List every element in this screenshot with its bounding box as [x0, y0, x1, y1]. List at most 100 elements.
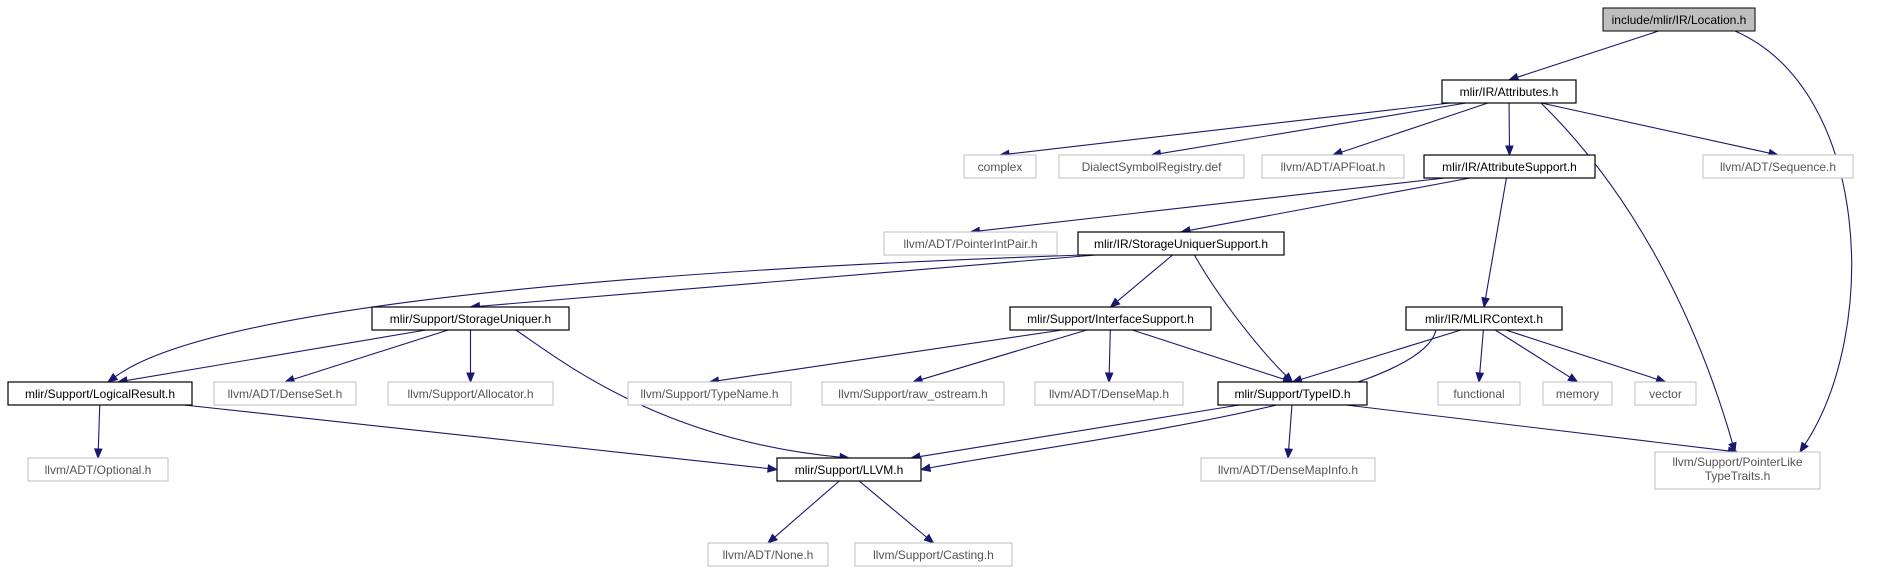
- node-attributes[interactable]: mlir/IR/Attributes.h: [1441, 79, 1577, 104]
- node-label: llvm/ADT/DenseSet.h: [228, 387, 343, 401]
- edge-arrowhead: [1475, 372, 1485, 384]
- node-box: [776, 457, 922, 482]
- node-label: include/mlir/IR/Location.h: [1612, 13, 1747, 27]
- edge-attributes-to-attrsupport: [1505, 102, 1514, 157]
- node-typename: llvm/Support/TypeName.h: [627, 381, 792, 406]
- node-box: [371, 306, 570, 331]
- edge-arrowhead: [1284, 448, 1294, 460]
- edge-line: [126, 329, 427, 382]
- node-densemapinfo: llvm/ADT/DenseMapInfo.h: [1200, 457, 1376, 482]
- node-label: mlir/Support/LogicalResult.h: [25, 387, 175, 401]
- edge-line: [1300, 329, 1462, 380]
- node-storageuniquer[interactable]: mlir/Support/StorageUniquer.h: [371, 306, 570, 331]
- edge-arrowhead: [1481, 296, 1490, 309]
- edge-mlircontext-to-vector: [1505, 329, 1667, 384]
- edge-line: [1734, 30, 1853, 445]
- node-box: [1405, 306, 1563, 331]
- edge-line: [929, 329, 1437, 469]
- edge-attributes-to-dialectsym: [1150, 102, 1467, 158]
- edge-location-to-pointerlike: [1734, 30, 1853, 454]
- edge-attributes-to-complex: [998, 102, 1451, 159]
- edge-llvm-to-casting: [858, 480, 935, 544]
- edge-line: [1517, 30, 1659, 78]
- node-sequence: llvm/ADT/Sequence.h: [1702, 154, 1854, 179]
- node-box: [627, 381, 792, 406]
- edge-storageuniquer-to-allocator: [466, 330, 475, 384]
- node-box: [1423, 154, 1596, 179]
- node-label: mlir/IR/StorageUniquerSupport.h: [1094, 237, 1268, 251]
- node-label: llvm/ADT/PointerIntPair.h: [903, 237, 1037, 251]
- edge-line: [979, 177, 1445, 232]
- node-label: mlir/Support/InterfaceSupport.h: [1027, 312, 1194, 326]
- node-label: functional: [1453, 387, 1504, 401]
- node-box: [707, 542, 829, 567]
- edge-line: [1541, 102, 1770, 154]
- node-typeid[interactable]: mlir/Support/TypeID.h: [1217, 381, 1368, 406]
- edge-logicalresult-to-optional: [93, 404, 103, 460]
- edge-arrowhead: [767, 464, 779, 473]
- node-box: [1654, 451, 1821, 490]
- edge-line: [1341, 102, 1489, 153]
- edge-attrsupport-to-pointerintpair: [969, 177, 1445, 236]
- edge-location-to-attributes: [1507, 30, 1659, 82]
- node-box: [1009, 306, 1212, 331]
- node-label: TypeTraits.h: [1705, 469, 1771, 483]
- edge-storageuniquersupport-to-storageuniquer: [469, 254, 1096, 311]
- node-logicalresult[interactable]: mlir/Support/LogicalResult.h: [7, 381, 193, 406]
- edges-layer: [93, 30, 1853, 544]
- node-label: llvm/ADT/Optional.h: [45, 463, 152, 477]
- edge-attrsupport-to-mlircontext: [1481, 177, 1507, 309]
- node-llvm[interactable]: mlir/Support/LLVM.h: [776, 457, 922, 482]
- edge-arrowhead: [93, 448, 103, 460]
- edge-arrowhead: [106, 372, 119, 383]
- edge-line: [515, 329, 841, 458]
- node-label: llvm/ADT/Sequence.h: [1720, 160, 1836, 174]
- edge-line: [921, 329, 1087, 380]
- edge-typeid-to-densemapinfo: [1284, 404, 1294, 460]
- node-location[interactable]: include/mlir/IR/Location.h: [1602, 7, 1756, 32]
- edge-line: [97, 404, 101, 450]
- edge-interfacesupport-to-rawostream: [911, 329, 1087, 384]
- node-densemap: llvm/ADT/DenseMap.h: [1034, 381, 1184, 406]
- edge-line: [1132, 329, 1285, 380]
- node-mlircontext[interactable]: mlir/IR/MLIRContext.h: [1405, 306, 1563, 331]
- edge-attributes-to-apfloat: [1331, 102, 1489, 157]
- edge-attributes-to-sequence: [1541, 102, 1780, 158]
- edge-mlircontext-to-llvm: [919, 329, 1437, 473]
- edge-line: [1160, 102, 1467, 155]
- node-label: llvm/Support/TypeName.h: [640, 387, 778, 401]
- edge-line: [1108, 329, 1111, 374]
- node-box: [1200, 457, 1376, 482]
- node-box: [1702, 154, 1854, 179]
- node-label: DialectSymbolRegistry.def: [1082, 160, 1222, 174]
- node-label: mlir/Support/TypeID.h: [1234, 387, 1350, 401]
- node-box: [821, 381, 1005, 406]
- node-interfacesupport[interactable]: mlir/Support/InterfaceSupport.h: [1009, 306, 1212, 331]
- edge-arrowhead: [919, 463, 932, 473]
- edge-mlircontext-to-functional: [1475, 329, 1485, 384]
- node-pointerintpair: llvm/ADT/PointerIntPair.h: [883, 231, 1058, 256]
- node-box: [27, 457, 169, 482]
- node-box: [1542, 381, 1613, 406]
- node-storageuniquersupport[interactable]: mlir/IR/StorageUniquerSupport.h: [1077, 231, 1285, 256]
- edge-line: [718, 329, 1063, 382]
- edge-line: [114, 254, 1084, 378]
- edge-line: [1193, 254, 1287, 377]
- edge-arrowhead: [1104, 372, 1114, 384]
- edge-storageuniquersupport-to-interfacesupport: [1109, 254, 1173, 308]
- node-box: [1602, 7, 1756, 32]
- node-attrsupport[interactable]: mlir/IR/AttributeSupport.h: [1423, 154, 1596, 179]
- node-box: [1077, 231, 1285, 256]
- edge-line: [1008, 102, 1451, 155]
- node-apfloat: llvm/ADT/APFloat.h: [1261, 154, 1405, 179]
- node-vector: vector: [1634, 381, 1697, 406]
- node-label: vector: [1649, 387, 1682, 401]
- edge-attributes-to-pointerlike: [1540, 102, 1737, 454]
- node-box: [854, 542, 1013, 567]
- edge-line: [919, 404, 1240, 458]
- edge-line: [1117, 254, 1173, 302]
- node-box: [1217, 381, 1368, 406]
- node-label: mlir/IR/Attributes.h: [1460, 85, 1559, 99]
- nodes-layer: include/mlir/IR/Location.h mlir/IR/Attrib…: [7, 7, 1854, 567]
